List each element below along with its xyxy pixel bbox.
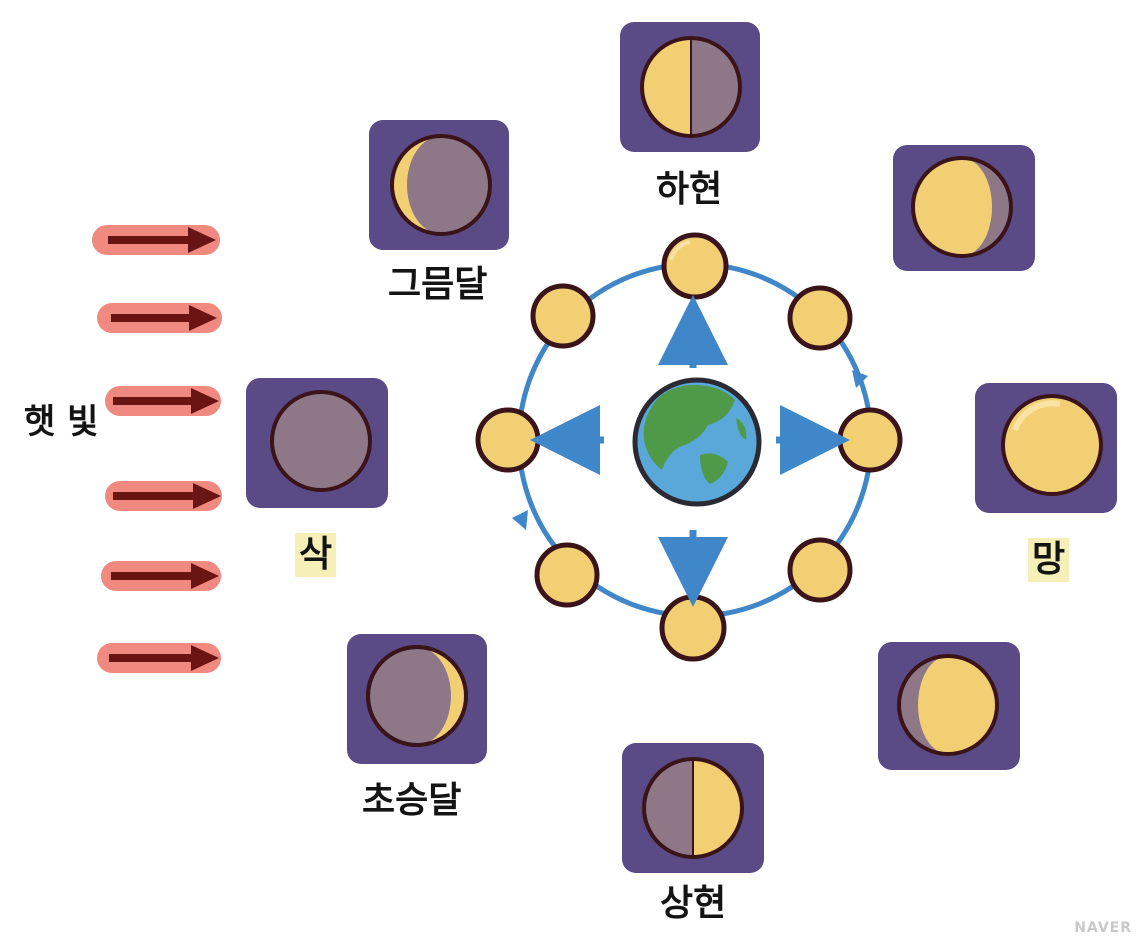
sunlight-arrow xyxy=(97,303,222,333)
phase-panel-last-quarter xyxy=(620,22,760,152)
sunlight-arrow xyxy=(105,481,222,511)
orbit-moon xyxy=(787,537,853,603)
label-waxing-crescent: 초승달 xyxy=(362,780,462,821)
sunlight-label: 햇 빛 xyxy=(24,402,99,442)
label-first-quarter: 상현 xyxy=(660,883,727,924)
sunlight-arrow xyxy=(105,386,221,416)
orbit-moon xyxy=(659,594,727,662)
orbit-moon xyxy=(534,542,600,608)
phase-panel-first-quarter xyxy=(622,743,764,873)
sunlight-arrow xyxy=(97,643,221,673)
orbit-moons xyxy=(475,232,903,662)
orbit-moon xyxy=(530,283,596,349)
sunlight-arrows xyxy=(92,225,222,673)
watermark: NAVER xyxy=(1074,920,1132,936)
sunlight-arrow xyxy=(101,561,221,591)
phase-panel-full-moon xyxy=(975,383,1117,513)
label-full-moon: 망 xyxy=(1028,538,1070,582)
label-new-moon: 삭 xyxy=(295,533,337,577)
orbit-direction-arrow xyxy=(512,510,528,530)
phase-panel-waning-crescent xyxy=(369,120,509,250)
phase-panel-waxing-crescent xyxy=(347,634,487,764)
orbit-moon xyxy=(475,407,541,473)
orbit-moon xyxy=(837,407,903,473)
phase-panel-waning-gibbous xyxy=(893,145,1035,271)
orbit-moon xyxy=(787,285,853,351)
earth xyxy=(632,377,762,507)
earth-arrows xyxy=(530,295,850,607)
phase-panel-waxing-gibbous xyxy=(878,642,1020,770)
label-waning-crescent: 그믐달 xyxy=(388,264,488,305)
phase-panel-new-moon xyxy=(246,378,388,508)
orbit-direction-arrow xyxy=(852,370,868,388)
orbit-moon xyxy=(661,232,729,300)
sunlight-arrow xyxy=(92,225,220,255)
label-last-quarter: 하현 xyxy=(656,169,723,210)
